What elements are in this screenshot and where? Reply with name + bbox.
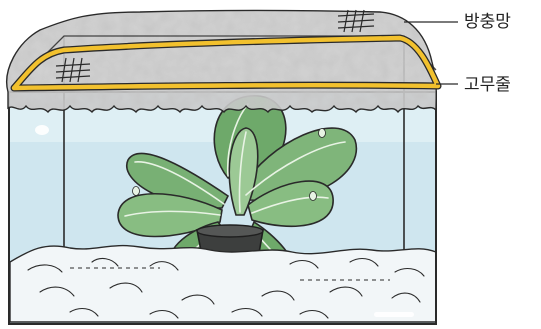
rubber-band-label: 고무줄 xyxy=(464,77,511,94)
gravel-layer xyxy=(10,246,436,322)
insect-net xyxy=(7,10,437,112)
insect-net-label: 방충망 xyxy=(464,14,511,31)
